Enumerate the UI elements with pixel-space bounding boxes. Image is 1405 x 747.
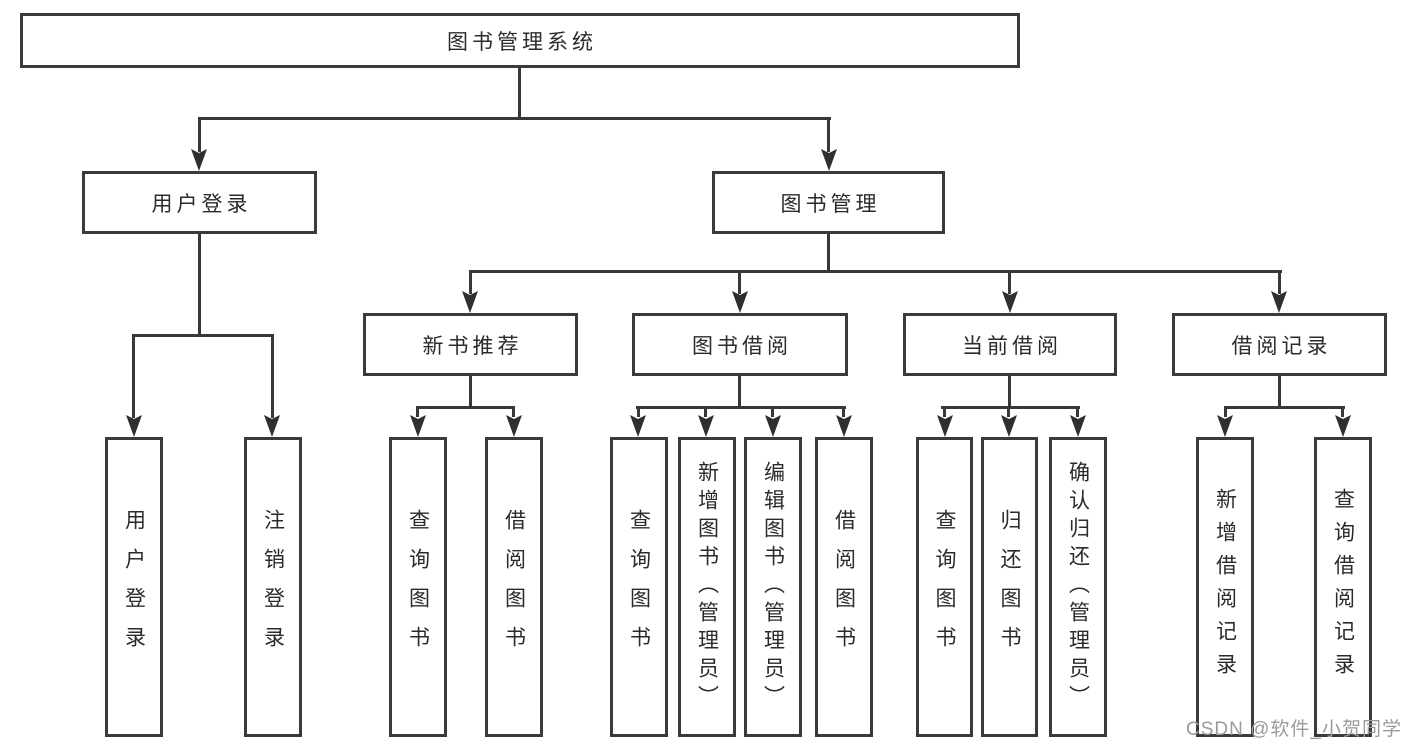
leaf-borrowing-query-books: 查询图书 [610, 437, 668, 737]
connector-drop-br-add [1224, 406, 1227, 417]
connector-drop-book-borrow [738, 270, 741, 294]
connector-drop-bb-edit [771, 406, 774, 417]
arrowhead-book-borrow [732, 291, 748, 313]
connector-level3-split [469, 270, 1282, 273]
connector-book-borrow-trunk [738, 376, 741, 408]
arrowhead-bb-borrow [836, 415, 852, 437]
connector-drop-bb-add [704, 406, 707, 417]
node-library-management-system: 图书管理系统 [20, 13, 1020, 68]
connector-drop-user-login [198, 117, 201, 152]
arrowhead-br-add [1217, 415, 1233, 437]
arrowhead-leaf-login [126, 415, 142, 437]
connector-drop-book-mgmt [827, 117, 830, 152]
leaf-records-query-record: 查询借阅记录 [1314, 437, 1372, 737]
connector-drop-bb-query [637, 406, 640, 417]
node-user-login: 用户登录 [82, 171, 317, 234]
arrowhead-borrow-records [1271, 291, 1287, 313]
connector-new-book-split [416, 406, 515, 409]
arrowhead-current-borrow [1002, 291, 1018, 313]
leaf-logout: 注销登录 [244, 437, 302, 737]
connector-user-login-split [132, 334, 274, 337]
connector-level2-split [198, 117, 831, 120]
connector-user-login-trunk [198, 234, 201, 336]
connector-drop-cb-confirm [1076, 406, 1079, 417]
arrowhead-bb-edit [765, 415, 781, 437]
connector-drop-br-query [1341, 406, 1344, 417]
leaf-borrowing-edit-books-admin: 编辑图书（管理员） [744, 437, 802, 737]
connector-drop-leaf-login [132, 334, 135, 418]
arrowhead-new-book [462, 291, 478, 313]
watermark: CSDN @软件_小贺同学 [1186, 719, 1402, 740]
connector-borrow-records-split [1224, 406, 1345, 409]
connector-book-borrow-split [636, 406, 846, 409]
connector-drop-nb-borrow [512, 406, 515, 417]
leaf-current-query-books: 查询图书 [916, 437, 973, 737]
arrowhead-leaf-logout [264, 415, 280, 437]
node-new-book-recommend: 新书推荐 [363, 313, 578, 376]
arrowhead-bb-query [630, 415, 646, 437]
node-borrowing-records: 借阅记录 [1172, 313, 1387, 376]
leaf-user-login: 用户登录 [105, 437, 163, 737]
connector-drop-cb-return [1007, 406, 1010, 417]
leaf-current-confirm-return-admin: 确认归还（管理员） [1049, 437, 1107, 737]
arrowhead-bb-add [698, 415, 714, 437]
connector-root-trunk [518, 68, 521, 118]
connector-drop-cb-query [943, 406, 946, 417]
arrowhead-br-query [1335, 415, 1351, 437]
connector-drop-borrow-records [1278, 270, 1281, 294]
leaf-newbook-borrow-books: 借阅图书 [485, 437, 543, 737]
connector-drop-bb-borrow [842, 406, 845, 417]
arrowhead-nb-borrow [506, 415, 522, 437]
arrowhead-nb-query [410, 415, 426, 437]
node-book-management: 图书管理 [712, 171, 945, 234]
node-book-borrowing: 图书借阅 [632, 313, 848, 376]
connector-drop-new-book [469, 270, 472, 294]
leaf-records-add-record: 新增借阅记录 [1196, 437, 1254, 737]
leaf-borrowing-borrow-books: 借阅图书 [815, 437, 873, 737]
connector-drop-leaf-logout [271, 334, 274, 418]
connector-drop-current-borrow [1008, 270, 1011, 294]
connector-new-book-trunk [469, 376, 472, 408]
arrowhead-user-login [191, 149, 207, 171]
connector-current-borrow-split [941, 406, 1080, 409]
leaf-newbook-query-books: 查询图书 [389, 437, 447, 737]
connector-drop-nb-query [416, 406, 419, 417]
arrowhead-cb-confirm [1070, 415, 1086, 437]
arrowhead-book-mgmt [821, 149, 837, 171]
leaf-current-return-books: 归还图书 [981, 437, 1038, 737]
connector-borrow-records-trunk [1278, 376, 1281, 408]
connector-current-borrow-trunk [1008, 376, 1011, 408]
node-current-borrowing: 当前借阅 [903, 313, 1117, 376]
arrowhead-cb-return [1001, 415, 1017, 437]
connector-book-mgmt-trunk [827, 234, 830, 273]
leaf-borrowing-add-books-admin: 新增图书（管理员） [678, 437, 736, 737]
arrowhead-cb-query [937, 415, 953, 437]
